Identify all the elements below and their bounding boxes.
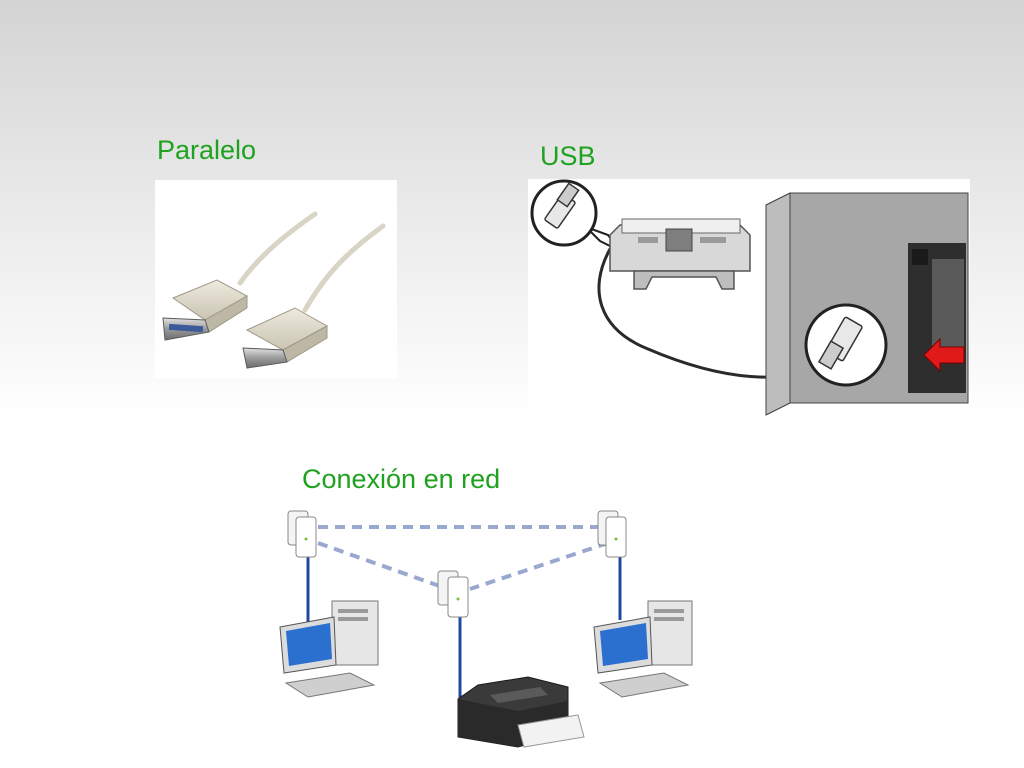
red-arrow-icon <box>923 337 965 373</box>
parallel-cable-image <box>155 180 397 378</box>
powerline-adapter-center <box>437 570 469 618</box>
powerline-adapter-right <box>597 510 627 558</box>
powerline-adapter-left <box>287 510 317 558</box>
usb-connection-image <box>528 179 970 419</box>
network-connection-image <box>278 505 694 750</box>
caption-conexion-en-red: Conexión en red <box>302 464 501 494</box>
computer-left-icon <box>279 600 379 698</box>
centronics-connector <box>162 279 249 341</box>
cable-wire <box>237 211 386 313</box>
db25-connector <box>242 307 329 369</box>
usb-plug-callout-pc <box>804 303 888 387</box>
network-printer-icon <box>457 676 585 748</box>
caption-paralelo: Paralelo <box>157 135 257 165</box>
pc-tower-icon <box>765 192 969 416</box>
computer-right-icon <box>593 600 693 698</box>
network-dashed-links <box>317 525 609 591</box>
printer-icon <box>609 218 751 290</box>
caption-usb: USB <box>540 141 596 171</box>
